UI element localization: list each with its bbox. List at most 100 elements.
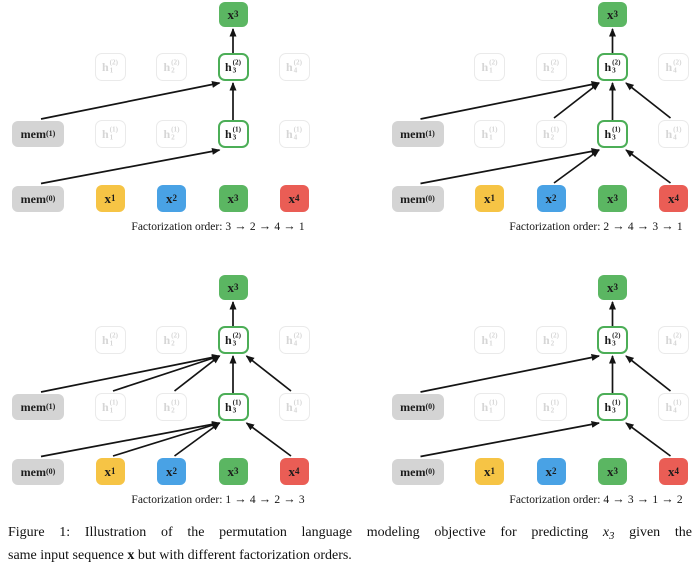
order-step: 1 — [225, 494, 232, 506]
figure-caption-line2: same input sequence x but with different… — [8, 546, 692, 565]
caption-run: 3 — [609, 531, 615, 542]
order-step: 2 — [274, 494, 281, 506]
hidden-h1-layer2-faded: h(2)1 — [94, 53, 126, 81]
caption-run: same input sequence — [8, 548, 128, 563]
factorization-order-caption: Factorization order: 3 → 2 → 4 → 1 — [68, 219, 368, 234]
attention-arrow-x1-to-h3_1 — [112, 421, 221, 457]
order-step: 2 — [249, 221, 256, 233]
hidden-h2-layer2-faded: h(2)2 — [156, 53, 187, 81]
attention-arrow-h1_1-to-h3_2 — [112, 355, 221, 392]
mem-layer1: mem(1) — [12, 121, 64, 147]
hidden-h4-layer1-faded: h(1)4 — [278, 120, 310, 148]
factorization-order-label: Factorization order: — [509, 221, 604, 233]
attention-arrow-h2_1-to-h3_2 — [553, 82, 600, 119]
attention-arrow-h4_1-to-h3_2 — [625, 355, 672, 392]
order-step: 3 — [627, 494, 634, 506]
attention-arrow-mem1-to-h3_2 — [420, 354, 600, 393]
order-step: 4 — [603, 494, 610, 506]
hidden-h3-layer1-active: h(1)3 — [597, 120, 628, 148]
attention-arrow-mem1-to-h3_2 — [40, 354, 221, 393]
hidden-h3-layer1-active: h(1)3 — [597, 393, 628, 421]
hidden-h1-layer2-faded: h(2)1 — [474, 53, 505, 81]
mem-layer0: mem(0) — [12, 458, 64, 485]
order-step: 4 — [249, 494, 256, 506]
order-arrow-icon: → — [255, 492, 275, 506]
hidden-h1-layer1-faded: h(1)1 — [94, 120, 126, 148]
hidden-h4-layer2-faded: h(2)4 — [278, 53, 310, 81]
hidden-h4-layer1-faded: h(1)4 — [658, 393, 689, 421]
attention-arrow-h4_1-to-h3_2 — [625, 82, 672, 119]
order-step: 3 — [298, 494, 305, 506]
hidden-h3-layer2-active: h(2)3 — [597, 53, 628, 81]
order-arrow-icon: → — [658, 492, 677, 506]
mem-layer0: mem(0) — [12, 185, 64, 212]
factorization-order-caption: Factorization order: 2 → 4 → 3 → 1 — [446, 219, 700, 234]
attention-arrow-mem1-to-h3_2 — [420, 81, 600, 120]
attention-arrow-x4-to-h3_1 — [245, 422, 292, 457]
factorization-order-caption: Factorization order: 1 → 4 → 2 → 3 — [68, 492, 368, 507]
hidden-h4-layer2-faded: h(2)4 — [658, 326, 689, 354]
hidden-h2-layer2-faded: h(2)2 — [535, 326, 567, 354]
hidden-h4-layer2-faded: h(2)4 — [658, 53, 689, 81]
order-arrow-icon: → — [231, 492, 250, 506]
order-step: 3 — [225, 221, 232, 233]
attention-arrow-h4_1-to-h3_2 — [245, 355, 292, 392]
hidden-h4-layer1-faded: h(1)4 — [278, 393, 310, 421]
attention-arrow-x4-to-h3_1 — [625, 422, 672, 457]
factorization-order-caption: Factorization order: 4 → 3 → 1 → 2 — [446, 492, 700, 507]
order-step: 2 — [603, 221, 610, 233]
order-arrow-icon: → — [609, 492, 628, 506]
hidden-h3-layer2-active: h(2)3 — [217, 53, 249, 81]
order-arrow-icon: → — [280, 219, 299, 233]
mem-layer0: mem(0) — [391, 185, 444, 212]
order-arrow-icon: → — [255, 219, 275, 233]
mem-layer0: mem(0) — [391, 458, 444, 485]
order-step: 1 — [652, 494, 659, 506]
factorization-order-label: Factorization order: — [131, 221, 226, 233]
hidden-h2-layer2-faded: h(2)2 — [156, 326, 187, 354]
hidden-h3-layer2-active: h(2)3 — [597, 326, 628, 354]
caption-run: Figure 1: Illustration of the permutatio… — [8, 525, 603, 540]
order-step: 1 — [298, 221, 305, 233]
hidden-h2-layer2-faded: h(2)2 — [535, 53, 567, 81]
hidden-h4-layer1-faded: h(1)4 — [658, 120, 689, 148]
order-arrow-icon: → — [658, 219, 677, 233]
figure-caption: Figure 1: Illustration of the permutatio… — [8, 523, 692, 565]
hidden-h2-layer1-faded: h(1)2 — [156, 120, 187, 148]
order-step: 3 — [652, 221, 659, 233]
attention-arrow-h2_1-to-h3_2 — [173, 355, 221, 392]
mem-layer1: mem(1) — [12, 394, 64, 420]
order-arrow-icon: → — [609, 219, 628, 233]
attention-arrows — [420, 28, 672, 185]
attention-arrow-mem0-to-h3_1 — [420, 420, 600, 458]
hidden-h1-layer2-faded: h(2)1 — [474, 326, 505, 354]
attention-arrow-x4-to-h3_1 — [625, 149, 672, 184]
attention-arrow-mem0-to-h3_1 — [40, 147, 221, 185]
mem-layer1: mem(1) — [391, 121, 444, 147]
caption-run: x — [127, 548, 135, 563]
hidden-h3-layer2-active: h(2)3 — [217, 326, 249, 354]
order-arrow-icon: → — [633, 219, 653, 233]
order-arrow-icon: → — [633, 492, 653, 506]
order-arrow-icon: → — [231, 219, 250, 233]
attention-arrows — [40, 301, 292, 458]
